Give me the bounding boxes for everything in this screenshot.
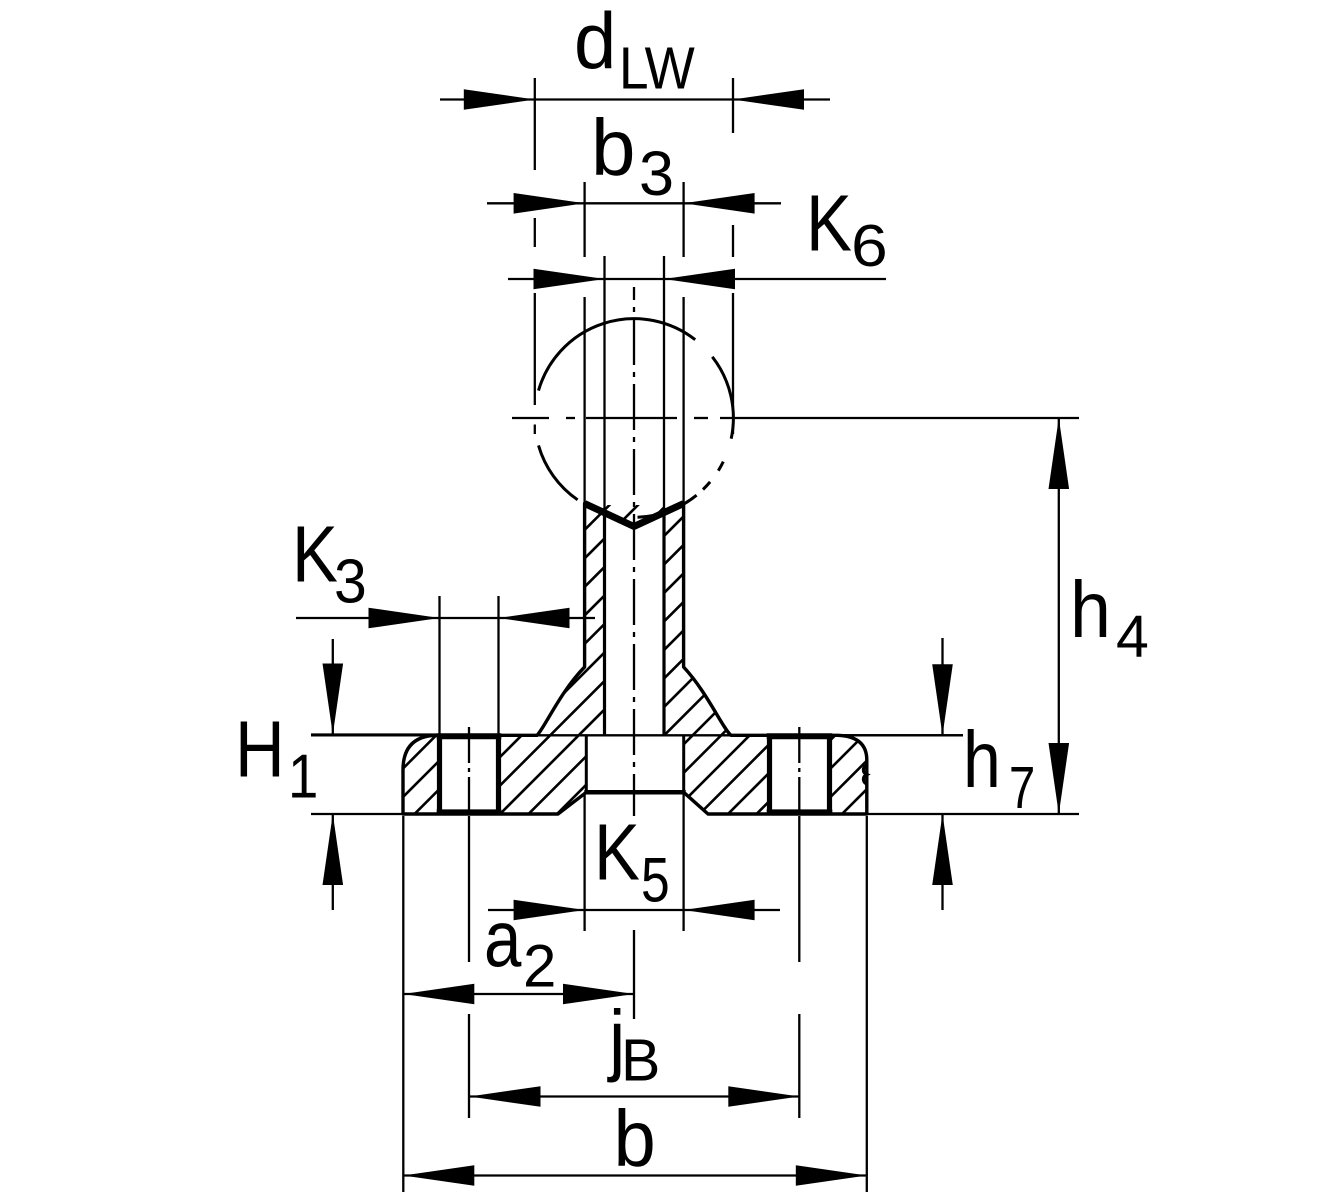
svg-text:1: 1 xyxy=(288,742,318,811)
svg-text:j: j xyxy=(607,994,625,1084)
svg-text:d: d xyxy=(574,0,616,86)
svg-text:h: h xyxy=(963,715,1001,804)
svg-text:B: B xyxy=(621,1028,660,1094)
svg-text:7: 7 xyxy=(1009,756,1035,821)
svg-text:b: b xyxy=(591,103,636,192)
svg-text:5: 5 xyxy=(641,846,670,916)
svg-text:a: a xyxy=(484,893,522,983)
svg-text:K: K xyxy=(594,807,640,897)
svg-text:3: 3 xyxy=(334,546,367,616)
svg-text:K: K xyxy=(292,509,338,599)
svg-text:b: b xyxy=(614,1093,656,1183)
svg-text:LW: LW xyxy=(619,35,695,101)
svg-text:3: 3 xyxy=(639,139,674,209)
svg-text:h: h xyxy=(1070,565,1111,655)
svg-text:H: H xyxy=(235,704,285,794)
svg-text:4: 4 xyxy=(1116,604,1149,670)
svg-text:2: 2 xyxy=(523,933,556,1000)
svg-text:K: K xyxy=(806,178,852,268)
svg-text:6: 6 xyxy=(851,213,888,279)
